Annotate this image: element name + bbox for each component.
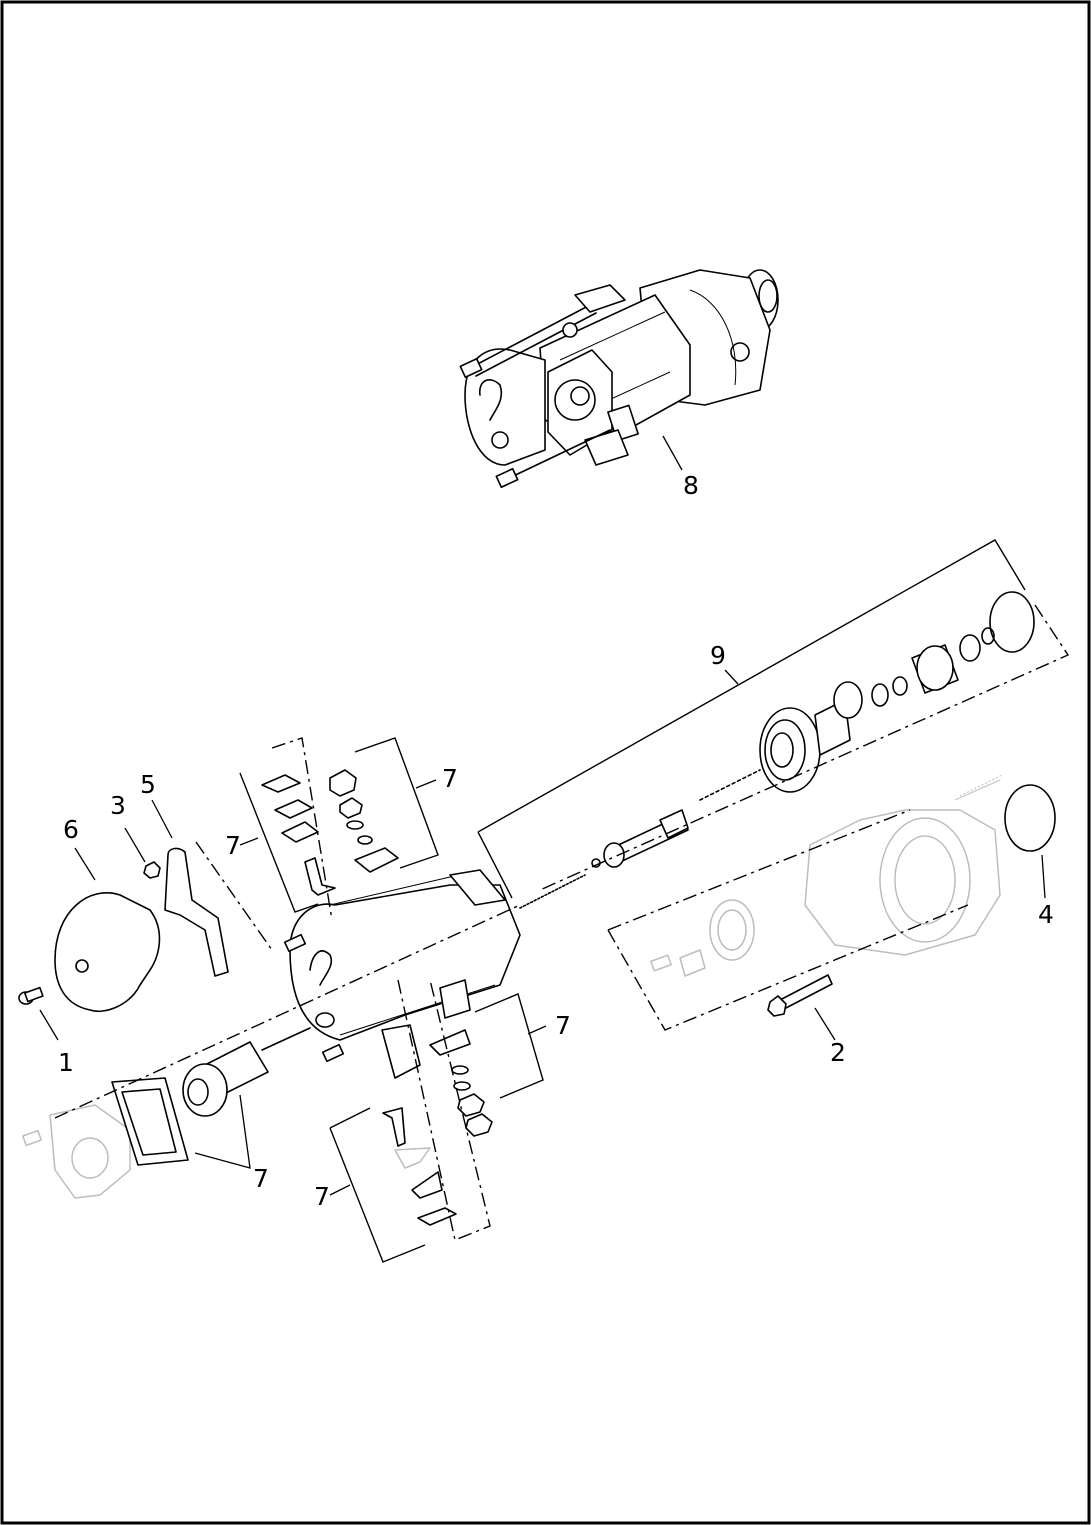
nut-3 [143, 861, 161, 879]
alignment-lines [54, 539, 1070, 1263]
o-ring-4 [1004, 784, 1056, 852]
callout-4: 4 [1038, 900, 1054, 929]
end-cover [54, 892, 161, 1012]
callout-8: 8 [683, 471, 699, 500]
callout-7-upper-left: 7 [225, 831, 241, 860]
drive-housing-reference [22, 774, 1003, 1199]
callout-7-solenoid: 7 [253, 1164, 269, 1193]
callout-7-lower-left: 7 [314, 1182, 330, 1211]
callout-6: 6 [63, 815, 79, 844]
bracket-5 [164, 847, 229, 977]
solenoid-group [111, 1027, 311, 1166]
callout-7-lower-right: 7 [555, 1011, 571, 1040]
terminal-hardware-upper [261, 769, 399, 896]
bolt-2 [767, 974, 833, 1017]
callout-2: 2 [830, 1038, 846, 1067]
callouts: 1 2 3 4 5 6 8 9 7 7 7 7 7 [58, 471, 1054, 1211]
callout-3: 3 [110, 791, 126, 820]
screw-1 [18, 986, 44, 1005]
motor-body [283, 869, 521, 1079]
callout-9: 9 [710, 641, 726, 670]
callout-7-upper-right: 7 [442, 764, 458, 793]
leader-lines [39, 435, 1046, 1196]
terminal-hardware-lower [382, 1029, 493, 1226]
drive-assembly-parts [519, 591, 1035, 909]
assembled-starter [459, 269, 779, 489]
callout-5: 5 [140, 770, 156, 799]
callout-1: 1 [58, 1048, 74, 1077]
